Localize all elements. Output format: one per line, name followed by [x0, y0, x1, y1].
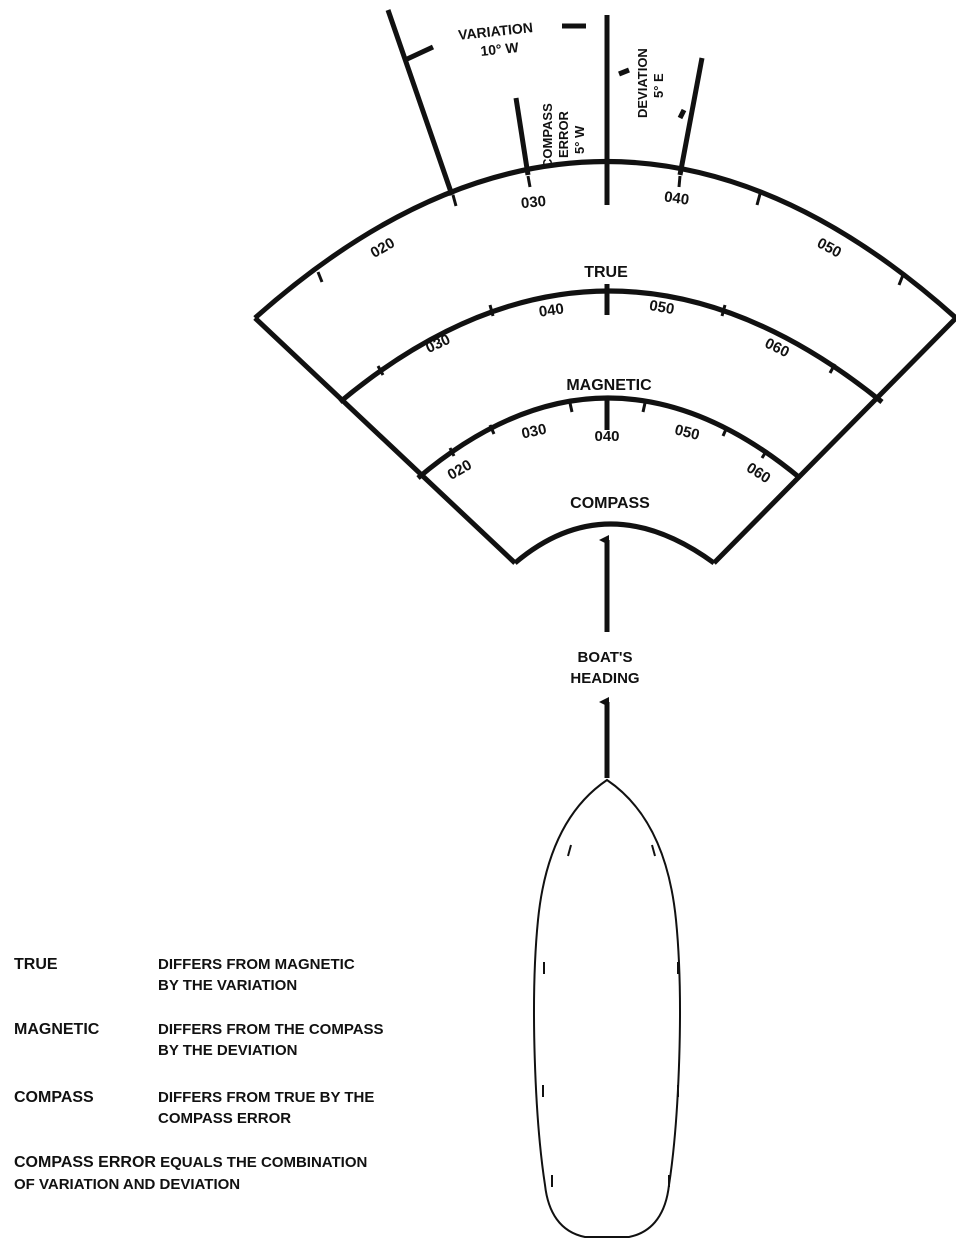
compass-error-label: COMPASS ERROR 5° W: [540, 103, 587, 168]
tick: [316, 271, 324, 283]
hull-mark: [651, 844, 656, 857]
legend-term-true: TRUE: [14, 956, 58, 973]
legend-term-magnetic: MAGNETIC: [14, 1021, 100, 1038]
legend-desc-compass-1: DIFFERS FROM TRUE BY THE: [158, 1089, 374, 1106]
compass-number: 020: [445, 456, 475, 483]
true-number: 020: [368, 234, 398, 261]
deviation-line2: 5° E: [651, 73, 666, 98]
variation-label: VARIATION: [457, 19, 533, 43]
compass-error-line1: COMPASS: [540, 103, 555, 168]
tick: [721, 426, 729, 437]
compass-error-line3: 5° W: [572, 125, 587, 154]
tick: [828, 363, 837, 374]
hull-mark: [567, 844, 572, 857]
true-number: 040: [663, 188, 690, 208]
compass-error-line2: ERROR: [556, 110, 571, 158]
legend-desc-true-2: BY THE VARIATION: [158, 977, 297, 994]
variation-bracket: [403, 44, 435, 63]
legend-desc-compass-2: COMPASS ERROR: [158, 1110, 291, 1127]
compass-card-label: COMPASS: [570, 495, 650, 512]
boat-outline: [533, 778, 681, 1238]
deviation-dash: [677, 108, 687, 120]
tick: [448, 447, 456, 457]
compass-number: 030: [520, 421, 548, 443]
tick: [488, 424, 496, 435]
summary-line1: COMPASS ERROR EQUALS THE COMBINATION: [14, 1154, 367, 1171]
heading-label-line2: HEADING: [570, 670, 639, 687]
true-number: 030: [520, 193, 547, 213]
compass-number: 040: [594, 428, 619, 445]
tick: [720, 304, 727, 317]
dial-ticks: [316, 175, 905, 459]
compass-error-line: [513, 97, 531, 176]
dial-inner-arc: [513, 521, 716, 566]
annotation-lines: [385, 9, 705, 196]
tick: [568, 402, 574, 413]
magnetic-number: 040: [538, 300, 565, 320]
tick: [755, 193, 762, 206]
dial-right-edge: [712, 316, 956, 565]
tick: [677, 175, 682, 188]
legend-term-compass: COMPASS: [14, 1089, 94, 1106]
tick: [897, 274, 905, 286]
tick: [641, 402, 647, 413]
true-card-label: TRUE: [584, 264, 628, 281]
summary-rest: EQUALS THE COMBINATION: [156, 1154, 367, 1171]
variation-value: 10° W: [480, 39, 521, 59]
heading-label-line1: BOAT'S: [578, 649, 633, 666]
legend-desc-true-1: DIFFERS FROM MAGNETIC: [158, 956, 355, 973]
deviation-line1: DEVIATION: [635, 48, 650, 118]
true-number: 050: [814, 235, 844, 262]
boat-hull: [533, 778, 681, 1238]
tick: [376, 365, 385, 376]
magnetic-card-label: MAGNETIC: [566, 377, 652, 394]
magnetic-number: 050: [648, 297, 676, 318]
compass-number: 060: [743, 459, 773, 487]
summary-bold: COMPASS ERROR: [14, 1154, 156, 1171]
tick: [488, 304, 495, 317]
legend-desc-magnetic-1: DIFFERS FROM THE COMPASS: [158, 1021, 384, 1038]
deviation-label: DEVIATION 5° E: [635, 48, 666, 118]
dial-left-edge: [253, 316, 517, 565]
compass-number: 050: [673, 421, 701, 444]
legend-desc-magnetic-2: BY THE DEVIATION: [158, 1042, 297, 1059]
summary-line2: OF VARIATION AND DEVIATION: [14, 1176, 240, 1193]
tick: [526, 175, 532, 188]
magnetic-number: 030: [423, 331, 453, 357]
variation-line: [385, 9, 455, 196]
legend: TRUE DIFFERS FROM MAGNETIC BY THE VARIAT…: [14, 956, 384, 1193]
tick: [451, 194, 458, 207]
deviation-line: [677, 57, 705, 176]
tick: [760, 449, 769, 459]
deviation-dash: [618, 67, 630, 77]
